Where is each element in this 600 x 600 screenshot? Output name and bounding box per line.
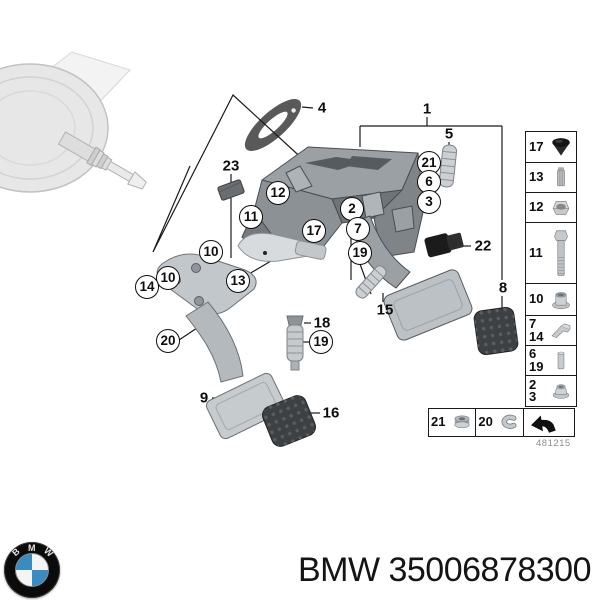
return-spring-15-part	[355, 265, 387, 299]
stop-switch-part	[424, 232, 464, 258]
callout-8: 8	[498, 279, 508, 297]
legend-row-17: 17	[526, 132, 576, 163]
hex-nut-icon	[548, 196, 574, 220]
bmw-logo: B M W	[4, 542, 60, 598]
parts-diagram	[0, 51, 519, 447]
callout-9: 9	[199, 389, 209, 407]
legend-cell-21: 21	[428, 408, 477, 437]
continue-arrow-icon	[526, 411, 560, 435]
callout-4: 4	[317, 99, 327, 117]
bolt-icon	[548, 226, 574, 281]
legend-cell-number: 21	[431, 414, 446, 430]
plate-code: 481215	[536, 438, 571, 449]
splined-pin-icon	[548, 166, 574, 190]
rubber-stop-icon	[548, 135, 574, 160]
legend-extra-row: 21 20	[428, 408, 575, 437]
legend-row-10: 10	[526, 284, 576, 316]
legend-row-12: 12	[526, 193, 576, 223]
pedal-pad-16-part	[262, 395, 316, 447]
c-clip-icon	[497, 411, 521, 435]
brake-pedal-plate-part	[383, 269, 473, 341]
bmw-roundel-quadrants	[15, 553, 49, 587]
flange-nut-icon	[548, 379, 574, 403]
legend-cell-20: 20	[475, 408, 525, 437]
pedal-pad-8-part	[473, 306, 519, 356]
callout-18: 18	[313, 314, 331, 332]
callout-16: 16	[322, 404, 340, 422]
legend-row-numbers: 12	[529, 199, 544, 215]
callout-11: 11	[239, 205, 263, 229]
clutch-pedal-part	[156, 253, 287, 440]
callout-19: 19	[348, 241, 372, 265]
spacer-block-part	[217, 179, 245, 201]
spring-clip-icon	[548, 319, 574, 343]
bushing-icon	[548, 287, 574, 313]
callout-12: 12	[266, 181, 290, 205]
callout-5: 5	[444, 125, 454, 143]
brake-booster-part	[0, 51, 147, 193]
gasket-part	[244, 99, 302, 151]
callout-2: 2	[340, 197, 364, 221]
callout-10: 10	[156, 266, 180, 290]
callout-14: 14	[135, 275, 159, 299]
legend-row-11: 11	[526, 223, 576, 284]
legend-row-13: 13	[526, 163, 576, 193]
callout-3: 3	[417, 190, 441, 214]
callout-19: 19	[309, 330, 333, 354]
callout-20: 20	[156, 329, 180, 353]
legend-cell-continue	[522, 408, 575, 437]
master-cylinder-part	[237, 232, 327, 262]
bmw-logo-letter: M	[28, 543, 36, 553]
buffer-spring-part	[286, 315, 304, 371]
legend-row-numbers: 13	[529, 169, 544, 185]
callout-13: 13	[226, 269, 250, 293]
pin-icon	[548, 349, 574, 373]
legend-row-numbers: 11	[529, 244, 543, 260]
legend-cell-number: 20	[478, 414, 493, 430]
callout-23: 23	[222, 157, 240, 175]
legend-row-numbers: 17	[529, 138, 544, 154]
return-spring-5-part	[438, 144, 458, 188]
callout-15: 15	[376, 301, 394, 319]
callout-7: 7	[346, 217, 370, 241]
callout-10: 10	[199, 240, 223, 264]
callout-17: 17	[302, 219, 326, 243]
part-number-text: BMW 35006878300	[297, 551, 592, 589]
grommet-icon	[450, 411, 474, 435]
callout-1: 1	[422, 100, 432, 118]
legend-row-numbers: 10	[529, 291, 544, 307]
callout-22: 22	[474, 237, 492, 255]
